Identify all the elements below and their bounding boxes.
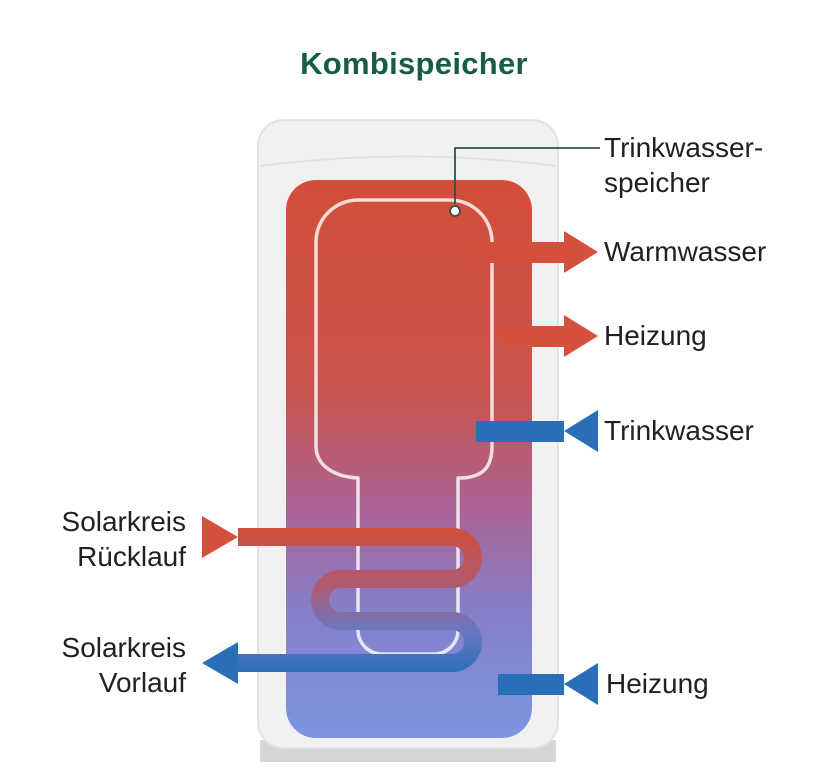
trinkwasser-arrow-bar [476, 421, 564, 442]
label-solarkreis-vorlauf-line2: Vorlauf [98, 667, 186, 698]
solar-vorlauf-arrowhead [202, 642, 238, 684]
tank-lid-line [259, 155, 557, 167]
heizung-top-arrow-bar [500, 326, 564, 347]
label-heizung-top: Heizung [604, 320, 707, 351]
label-warmwasser: Warmwasser [604, 236, 767, 267]
leader-line [454, 147, 600, 204]
solar-ruecklauf-arrowhead [202, 516, 238, 558]
label-trinkwasserspeicher-line2: speicher [604, 167, 710, 198]
label-solarkreis-vorlauf-line1: Solarkreis [61, 632, 186, 663]
heizung-top-arrow [500, 315, 598, 357]
heizung-bottom-arrow-bar [498, 674, 564, 695]
label-trinkwasser: Trinkwasser [604, 415, 754, 446]
tank-gradient-body [286, 180, 532, 738]
heizung-bottom-arrowhead [564, 663, 598, 705]
label-solarkreis-vorlauf: Solarkreis Vorlauf [0, 630, 186, 700]
heizung-top-arrowhead [564, 315, 598, 357]
label-heizung-bottom: Heizung [606, 668, 709, 699]
label-solarkreis-ruecklauf-line1: Solarkreis [61, 506, 186, 537]
trinkwasser-arrow [476, 410, 598, 452]
diagram-title: Kombispeicher [300, 46, 528, 81]
leader-dot [449, 205, 461, 217]
warmwasser-arrow [468, 231, 598, 273]
solar-coil [238, 528, 482, 672]
label-trinkwasserspeicher-line1: Trinkwasser- [604, 132, 764, 163]
warmwasser-arrowhead [564, 231, 598, 273]
trinkwasser-arrowhead [564, 410, 598, 452]
warmwasser-arrow-bar [468, 242, 564, 263]
label-solarkreis-ruecklauf-line2: Rücklauf [77, 541, 186, 572]
label-trinkwasserspeicher: Trinkwasser- speicher [604, 130, 763, 200]
label-solarkreis-ruecklauf: Solarkreis Rücklauf [0, 504, 186, 574]
heizung-bottom-arrow [498, 663, 598, 705]
